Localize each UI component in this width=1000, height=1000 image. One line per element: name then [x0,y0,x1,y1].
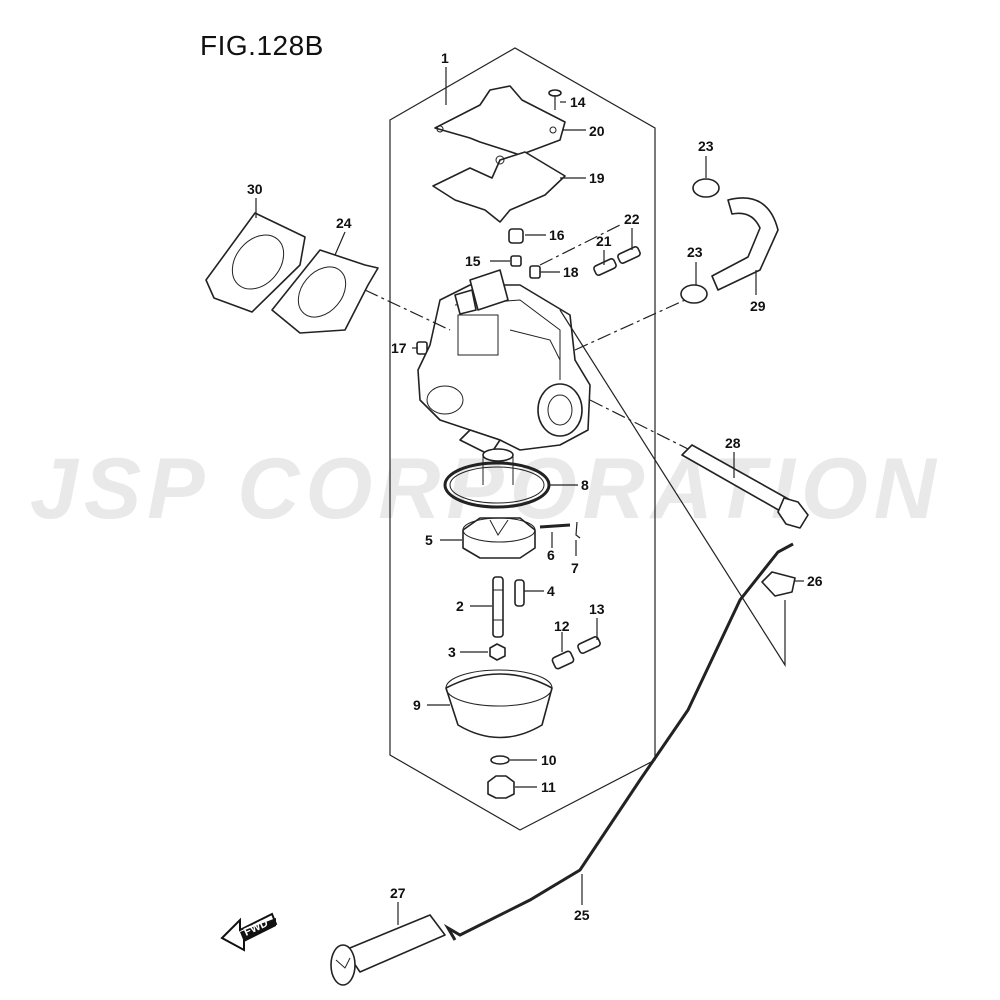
figure-title: FIG.128B [200,30,324,61]
clip-7 [575,521,581,539]
hose-clamp-23a [692,178,720,198]
carburetor-body [417,269,591,485]
part-label-2: 2 [456,598,464,614]
part-label-14: 14 [570,94,586,110]
fwd-arrow-icon: FWD [220,912,278,952]
rod-clip-26 [761,571,796,597]
screw-22 [617,246,641,264]
part-label-25: 25 [574,907,590,923]
part-label-7: 7 [571,560,579,576]
fuel-hose-29 [711,197,779,291]
part-label-19: 19 [589,170,605,186]
part-label-16: 16 [549,227,565,243]
part-label-17: 17 [391,340,407,356]
part-label-23b: 23 [687,244,703,260]
part-label-30: 30 [247,181,263,197]
gasket-plate-20 [434,85,566,156]
screw-13 [577,636,601,654]
washer-10 [490,755,510,765]
spring-12 [551,650,575,670]
jet-16 [508,228,524,244]
jet-15 [510,255,522,267]
gasket-plate-19 [432,151,566,223]
part-label-22: 22 [624,211,640,227]
stud-bolt-28 [681,444,809,529]
choke-knob-27 [330,914,446,986]
plug-17 [416,341,428,355]
main-jet-3 [489,643,506,661]
part-label-26: 26 [807,573,823,589]
spring-18 [529,265,541,279]
part-label-12: 12 [554,618,570,634]
part-label-1: 1 [441,50,449,66]
part-label-4: 4 [547,583,555,599]
part-label-6: 6 [547,547,555,563]
part-label-21: 21 [596,233,612,249]
part-label-24: 24 [336,215,352,231]
part-label-29: 29 [750,298,766,314]
part-label-27: 27 [390,885,406,901]
screw-14 [548,89,562,110]
part-label-10: 10 [541,752,557,768]
part-label-18: 18 [563,264,579,280]
part-label-13: 13 [589,601,605,617]
main-nozzle-2 [492,576,504,638]
part-label-20: 20 [589,123,605,139]
float-5 [462,517,536,559]
part-label-9: 9 [413,697,421,713]
part-labels: 1 2 3 4 5 6 7 8 9 10 11 12 13 14 15 16 1… [247,50,823,923]
part-label-5: 5 [425,532,433,548]
drain-bolt-11 [487,775,515,799]
part-label-23a: 23 [698,138,714,154]
part-label-8: 8 [581,477,589,493]
o-ring-8 [443,461,551,509]
part-label-11: 11 [541,779,556,795]
spacer-30 [205,212,306,313]
spring-21 [593,258,617,276]
float-pin-6 [539,523,571,529]
gasket-24 [271,249,379,334]
part-label-15: 15 [465,253,481,269]
leader-lines [255,67,804,925]
needle-valve-4 [514,579,525,607]
part-label-28: 28 [725,435,741,451]
part-label-3: 3 [448,644,456,660]
float-bowl-9 [445,669,553,739]
hose-clamp-23b [680,284,708,304]
